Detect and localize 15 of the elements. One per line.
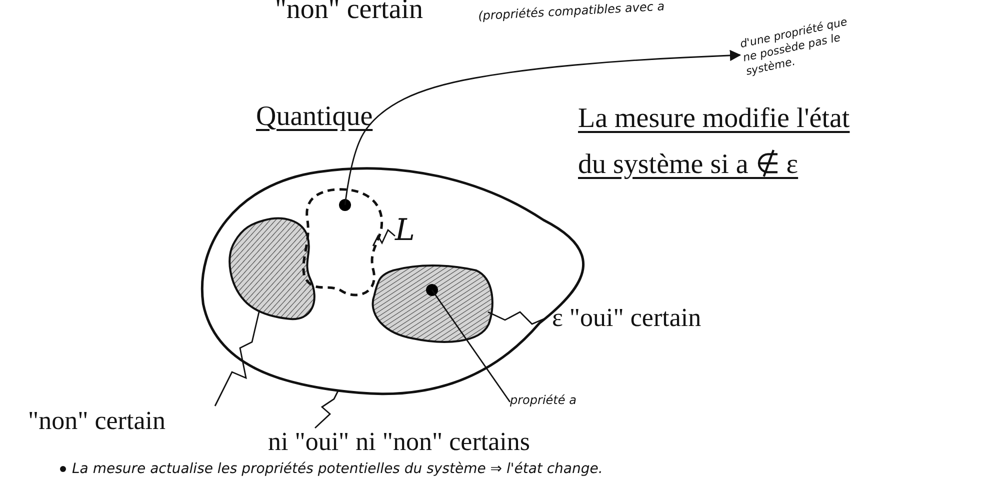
region-label: ni "oui" ni "non" certains [268, 426, 718, 458]
handwritten-note: La mesure actualise les propriétés potentielles du système ⇒ l'état change. [72, 460, 603, 479]
handwritten-note: propriété a [510, 393, 600, 408]
region-label: L [395, 216, 423, 246]
region-label: ε "oui" certain [552, 302, 752, 334]
leader-line [431, 290, 511, 402]
leader-line [372, 228, 396, 246]
region-label: "non" certain [28, 405, 188, 438]
leader-line [214, 312, 260, 406]
leader-line [314, 390, 339, 429]
heading: Quantique [256, 100, 373, 134]
handwritten-note: (propriétés compatibles avec a [478, 0, 665, 25]
leader-line [488, 311, 546, 325]
arrow [344, 50, 742, 206]
heading: La mesure modifie l'état du système si a ∉ ε [578, 102, 851, 182]
